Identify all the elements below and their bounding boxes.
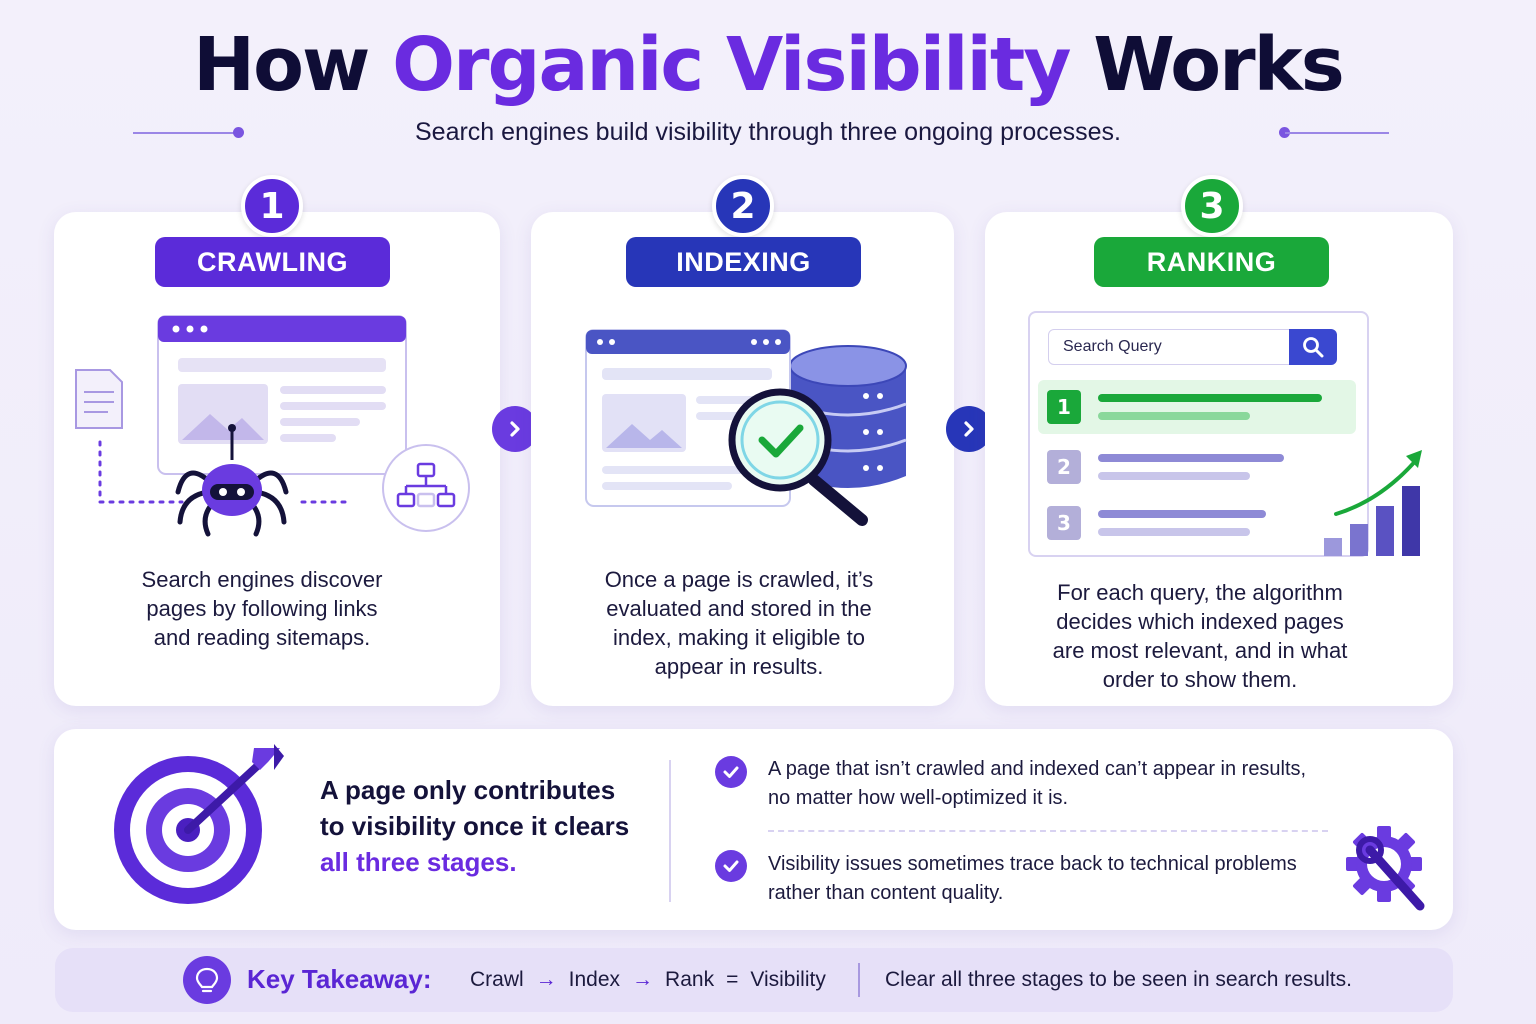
result-line — [1098, 412, 1250, 420]
desc-line: appear in results. — [654, 654, 824, 679]
vertical-divider — [669, 760, 671, 902]
decorative-dot-left — [233, 127, 244, 138]
flow-visibility: Visibility — [750, 968, 826, 991]
result-rank-1: 1 — [1047, 390, 1081, 424]
browser-window-icon — [157, 315, 407, 475]
arrow-right-icon: → — [535, 968, 557, 991]
result-line — [1098, 394, 1322, 402]
point-line: A page that isn’t crawled and indexed ca… — [768, 758, 1307, 780]
point-line: Visibility issues sometimes trace back t… — [768, 853, 1297, 875]
flow-rank: Rank — [665, 968, 715, 991]
growth-chart-icon — [1324, 450, 1422, 556]
summary-point-2: Visibility issues sometimes trace back t… — [768, 850, 1348, 908]
document-icon — [75, 369, 123, 429]
decorative-line-left — [133, 132, 238, 134]
lightbulb-icon — [183, 956, 231, 1004]
key-takeaway-bar — [55, 948, 1453, 1012]
page-subtitle: Search engines build visibility through … — [415, 118, 1121, 146]
flow-index: Index — [568, 968, 621, 991]
summary-line: to visibility once it clears — [320, 811, 630, 841]
result-line — [1098, 510, 1266, 518]
check-icon — [715, 756, 747, 788]
result-line — [1098, 472, 1250, 480]
search-button[interactable] — [1289, 329, 1337, 365]
page-title: How Organic Visibility Works — [0, 22, 1536, 108]
desc-line: index, making it eligible to — [613, 625, 865, 650]
summary-card — [54, 729, 1453, 930]
gear-wrench-icon — [1346, 826, 1425, 911]
target-icon — [114, 744, 284, 904]
result-line — [1098, 528, 1250, 536]
next-arrow-1 — [492, 406, 538, 452]
stage-label-indexing: INDEXING — [626, 237, 861, 287]
crawling-illustration — [75, 315, 470, 537]
sitemap-icon — [382, 444, 470, 532]
desc-line: are most relevant, and in what — [1052, 638, 1348, 663]
takeaway-divider — [858, 963, 860, 997]
takeaway-label: Key Takeaway: — [247, 964, 432, 994]
search-icon — [1303, 337, 1324, 358]
point-line: rather than content quality. — [768, 882, 1004, 904]
flow-crawl: Crawl — [470, 968, 524, 991]
desc-line: Search engines discover — [141, 567, 383, 592]
stage-description-crawling: Search engines discover pages by followi… — [64, 565, 460, 652]
indexing-illustration — [585, 329, 907, 526]
next-arrow-2 — [946, 406, 992, 452]
result-row-highlight — [1038, 380, 1356, 434]
stage-description-ranking: For each query, the algorithm decides wh… — [995, 578, 1405, 694]
magnifier-check-icon — [728, 388, 868, 526]
spider-icon — [175, 424, 289, 537]
equals-sign: = — [726, 968, 739, 991]
summary-highlight: all three stages. — [320, 847, 517, 877]
desc-line: decides which indexed pages — [1056, 609, 1344, 634]
chevron-right-icon — [964, 421, 974, 437]
stage-number-3: 3 — [1181, 175, 1243, 237]
stage-label-crawling: CRAWLING — [155, 237, 390, 287]
desc-line: order to show them. — [1102, 667, 1298, 692]
decorative-line-right — [1285, 132, 1389, 134]
desc-line: and reading sitemaps. — [153, 625, 371, 650]
title-part-2: Works — [1093, 22, 1345, 108]
stage-label-ranking: RANKING — [1094, 237, 1329, 287]
title-accent: Organic Visibility — [392, 22, 1071, 108]
stage-description-indexing: Once a page is crawled, it’s evaluated a… — [541, 565, 937, 681]
summary-line: A page only contributes — [320, 775, 616, 805]
takeaway-flow: Crawl → Index → Rank = Visibility — [470, 968, 826, 992]
title-part-1: How — [193, 22, 370, 108]
decorative-dot-right — [1279, 127, 1290, 138]
summary-point-1: A page that isn’t crawled and indexed ca… — [768, 755, 1388, 813]
result-rank-3: 3 — [1047, 506, 1081, 540]
stage-number-2: 2 — [712, 175, 774, 237]
check-icon — [715, 850, 747, 882]
desc-line: evaluated and stored in the — [606, 596, 872, 621]
search-query-input[interactable]: Search Query — [1048, 329, 1290, 365]
arrow-right-icon: → — [632, 968, 654, 991]
desc-line: pages by following links — [146, 596, 378, 621]
stage-number-1: 1 — [241, 175, 303, 237]
summary-statement: A page only contributes to visibility on… — [320, 772, 660, 880]
desc-line: For each query, the algorithm — [1057, 580, 1343, 605]
chevron-right-icon — [510, 421, 520, 437]
result-rank-2: 2 — [1047, 450, 1081, 484]
desc-line: Once a page is crawled, it’s — [604, 567, 874, 592]
point-line: no matter how well-optimized it is. — [768, 787, 1069, 809]
result-line — [1098, 454, 1284, 462]
takeaway-message: Clear all three stages to be seen in sea… — [885, 968, 1352, 991]
dashed-divider — [768, 830, 1328, 832]
